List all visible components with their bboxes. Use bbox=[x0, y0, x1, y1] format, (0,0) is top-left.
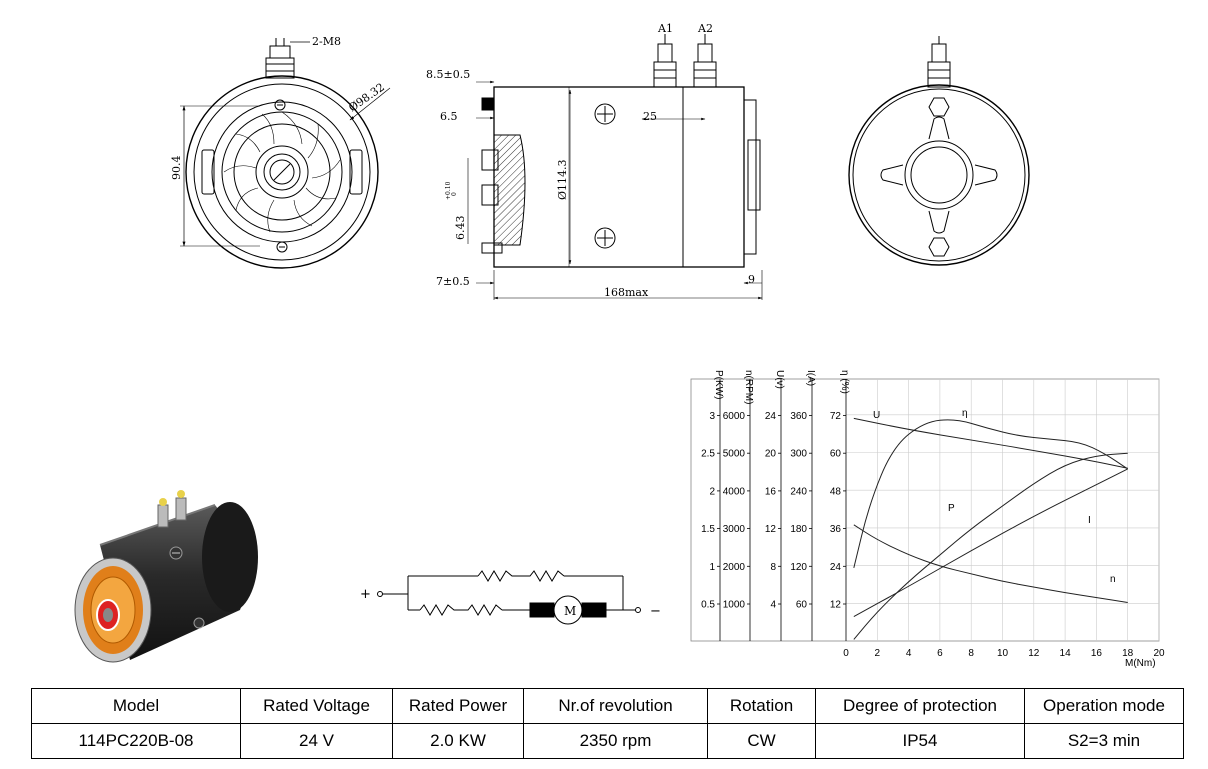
dim-terminal-gap-label: 25 bbox=[643, 110, 657, 123]
chart-series-label: η bbox=[962, 408, 968, 419]
chart-series-label: U bbox=[873, 410, 880, 421]
value-rated-power: 2.0 KW bbox=[392, 723, 524, 759]
motor-render bbox=[74, 490, 258, 663]
terminal-a1-label: A1 bbox=[657, 22, 673, 35]
chart-axis-tick-label: 1000 bbox=[723, 600, 746, 611]
chart-axis-tick-label: 72 bbox=[830, 411, 842, 422]
header-rotation: Rotation bbox=[707, 688, 816, 724]
header-operation-mode: Operation mode bbox=[1024, 688, 1184, 724]
chart-axis-tick-label: 1 bbox=[709, 562, 715, 573]
value-protection: IP54 bbox=[815, 723, 1025, 759]
chart-axis-tick-label: 1.5 bbox=[701, 524, 715, 535]
dim-flange-label: 6.5 bbox=[440, 110, 458, 123]
chart-axis-tick-label: 6000 bbox=[723, 411, 746, 422]
chart-series-n bbox=[853, 524, 1128, 603]
side-view bbox=[467, 34, 763, 300]
chart-axis-tick-label: 24 bbox=[830, 562, 842, 573]
chart-series-U bbox=[853, 417, 1128, 469]
front-view bbox=[180, 38, 391, 269]
chart-x-tick-label: 2 bbox=[875, 648, 881, 659]
chart-axis-label: P(KW) bbox=[713, 370, 724, 399]
dim-top-label: 8.5±0.5 bbox=[426, 68, 470, 81]
header-model: Model bbox=[31, 688, 241, 724]
chart-axis-tick-label: 36 bbox=[830, 524, 842, 535]
chart-axis-tick-label: 360 bbox=[790, 411, 807, 422]
value-operation-mode: S2=3 min bbox=[1024, 723, 1184, 759]
circuit-minus: − bbox=[650, 604, 661, 619]
chart-axis-tick-label: 2.5 bbox=[701, 449, 715, 460]
chart-axis-tick-label: 5000 bbox=[723, 449, 746, 460]
chart-axis-tick-label: 4 bbox=[770, 600, 776, 611]
spec-table-value-row: 114PC220B-08 24 V 2.0 KW 2350 rpm CW IP5… bbox=[31, 723, 1184, 759]
chart-x-tick-label: 4 bbox=[906, 648, 912, 659]
chart-axis-tick-label: 3 bbox=[709, 411, 715, 422]
chart-axis-tick-label: 240 bbox=[790, 486, 807, 497]
chart-series-P bbox=[853, 452, 1128, 640]
chart-x-tick-label: 6 bbox=[937, 648, 943, 659]
performance-chart: P(KW)0.511.522.53n(RPM)10002000300040005… bbox=[690, 370, 1165, 669]
chart-axis-label: n(RPM) bbox=[743, 370, 754, 404]
dim-diameter-label: Ø114.3 bbox=[556, 159, 569, 200]
chart-x-tick-label: 10 bbox=[997, 648, 1009, 659]
chart-axis-label: U(v) bbox=[774, 370, 785, 389]
value-rated-voltage: 24 V bbox=[240, 723, 393, 759]
chart-x-tick-label: 12 bbox=[1028, 648, 1040, 659]
chart-axis-tick-label: 12 bbox=[765, 524, 777, 535]
header-rated-voltage: Rated Voltage bbox=[240, 688, 393, 724]
chart-axis-tick-label: 4000 bbox=[723, 486, 746, 497]
header-protection: Degree of protection bbox=[815, 688, 1025, 724]
value-model: 114PC220B-08 bbox=[31, 723, 241, 759]
dim-shaft-label: 6.43 bbox=[454, 216, 467, 241]
chart-x-axis-label: M(Nm) bbox=[1125, 658, 1156, 669]
chart-x-tick-label: 0 bbox=[843, 648, 849, 659]
chart-axis-label: I(A) bbox=[805, 370, 816, 386]
chart-axis-tick-label: 300 bbox=[790, 449, 807, 460]
chart-axis-tick-label: 120 bbox=[790, 562, 807, 573]
rear-view bbox=[848, 36, 1030, 266]
chart-axis-tick-label: 0.5 bbox=[701, 600, 715, 611]
circuit-motor: M bbox=[564, 604, 576, 618]
front-diameter-label: Ø98.32 bbox=[346, 81, 387, 115]
front-terminal-label: 2-M8 bbox=[312, 35, 341, 48]
dim-shaft-tol-upper: +0.10 bbox=[445, 181, 452, 200]
wiring-diagram bbox=[377, 570, 641, 625]
terminal-a2-label: A2 bbox=[697, 22, 713, 35]
chart-axis-tick-label: 2 bbox=[709, 486, 715, 497]
chart-axis-tick-label: 20 bbox=[765, 449, 777, 460]
spec-table: Model Rated Voltage Rated Power Nr.of re… bbox=[31, 688, 1184, 759]
chart-x-tick-label: 14 bbox=[1060, 648, 1072, 659]
chart-axis-tick-label: 16 bbox=[765, 486, 777, 497]
chart-series-I bbox=[853, 468, 1128, 618]
chart-series-label: I bbox=[1088, 515, 1091, 526]
chart-x-tick-label: 16 bbox=[1091, 648, 1103, 659]
dim-bottom-label: 7±0.5 bbox=[436, 275, 470, 288]
value-revolution: 2350 rpm bbox=[523, 723, 708, 759]
value-rotation: CW bbox=[707, 723, 816, 759]
header-rated-power: Rated Power bbox=[392, 688, 524, 724]
chart-series-label: P bbox=[948, 503, 955, 514]
front-height-label: 90.4 bbox=[170, 156, 183, 181]
chart-series-η bbox=[853, 419, 1128, 568]
chart-axis-label: η (%) bbox=[839, 370, 850, 394]
chart-axis-tick-label: 12 bbox=[830, 600, 842, 611]
spec-table-header-row: Model Rated Voltage Rated Power Nr.of re… bbox=[31, 688, 1184, 724]
chart-axis-tick-label: 2000 bbox=[723, 562, 746, 573]
chart-x-tick-label: 20 bbox=[1153, 648, 1165, 659]
chart-axis-tick-label: 8 bbox=[770, 562, 776, 573]
chart-x-tick-label: 8 bbox=[968, 648, 974, 659]
chart-axis-tick-label: 48 bbox=[830, 486, 842, 497]
chart-axis-tick-label: 60 bbox=[830, 449, 842, 460]
dim-length-label: 168max bbox=[604, 286, 649, 299]
dim-end-label: 9 bbox=[748, 273, 755, 286]
dim-shaft-tol-lower: 0 bbox=[451, 192, 458, 196]
chart-axis-tick-label: 60 bbox=[796, 600, 808, 611]
chart-axis-tick-label: 180 bbox=[790, 524, 807, 535]
chart-axis-tick-label: 24 bbox=[765, 411, 777, 422]
circuit-plus: + bbox=[360, 587, 371, 602]
header-revolution: Nr.of revolution bbox=[523, 688, 708, 724]
chart-series-label: n bbox=[1110, 574, 1116, 585]
chart-axis-tick-label: 3000 bbox=[723, 524, 746, 535]
chart-x-tick-label: 18 bbox=[1122, 648, 1134, 659]
